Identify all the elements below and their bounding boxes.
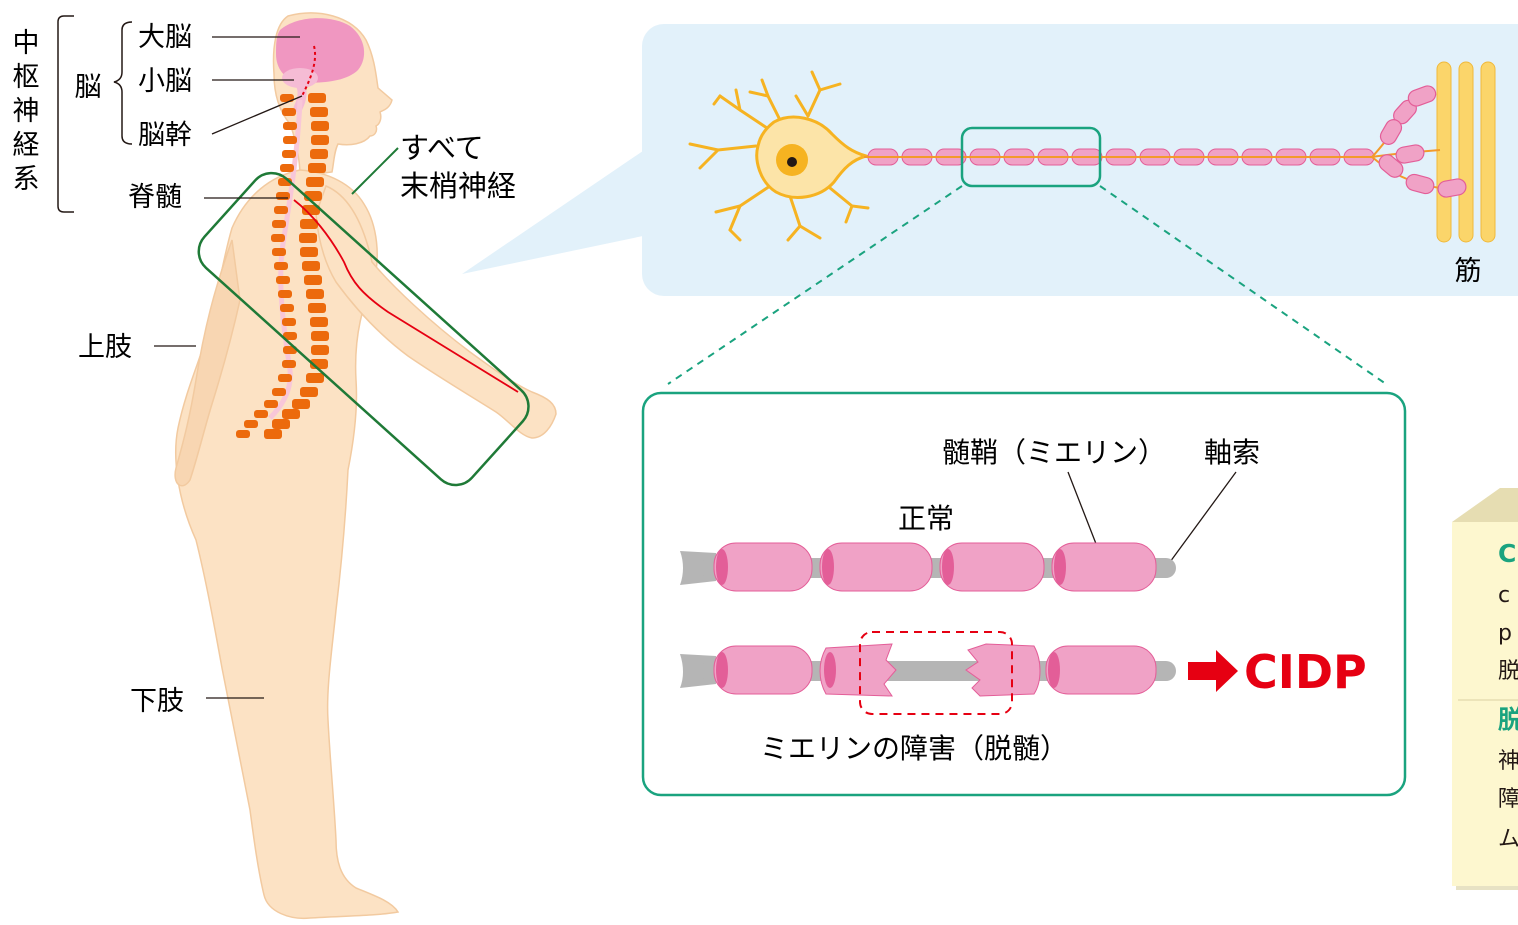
peripheral-label-2: 末梢神経	[400, 169, 516, 203]
note-line-3: p	[1498, 621, 1512, 646]
cerebellum-label: 小脳	[138, 66, 192, 97]
vertebra-process	[283, 122, 297, 130]
vertebra-process	[236, 430, 250, 438]
spinal-cord-label: 脊髄	[128, 182, 182, 213]
cns-char-4: 経	[13, 130, 40, 161]
upper-limb-label: 上肢	[78, 332, 132, 363]
note-line-4: 脱	[1498, 659, 1518, 684]
demyelination-label: ミエリンの障害（脱髄）	[760, 732, 1068, 765]
vertebra	[310, 149, 328, 159]
note-card: C c p 脱 脱 神 障 ム	[1452, 488, 1518, 890]
cidp-label: CIDP	[1244, 645, 1367, 699]
vertebra	[308, 303, 326, 313]
vertebra	[306, 177, 324, 187]
vertebra	[300, 387, 318, 397]
detail-panel: 髄鞘（ミエリン） 軸索 正常	[643, 393, 1405, 795]
note-line-8: ム	[1498, 827, 1518, 852]
vertebra	[308, 163, 326, 173]
vertebra-process	[280, 164, 294, 172]
cns-char-1: 中	[13, 28, 40, 59]
vertebra	[264, 429, 282, 439]
note-line-6: 神	[1498, 749, 1518, 774]
vertebra-process	[278, 290, 292, 298]
callout-wedge	[462, 138, 662, 274]
vertebra-process	[278, 374, 292, 382]
vertebra	[311, 121, 329, 131]
vertebra	[272, 419, 290, 429]
vertebra-process	[276, 276, 290, 284]
vertebra-process	[274, 262, 288, 270]
muscle-fibers	[1437, 62, 1495, 242]
cns-char-2: 枢	[13, 62, 40, 93]
human-body	[175, 13, 556, 918]
brain-group-label: 脳	[75, 72, 102, 103]
vertebra	[310, 317, 328, 327]
vertebra-process	[272, 248, 286, 256]
note-line-7: 障	[1498, 787, 1518, 812]
vertebra	[292, 399, 310, 409]
vertebra-process	[272, 388, 286, 396]
neuron-nucleolus	[787, 157, 797, 167]
vertebra-process	[271, 234, 285, 242]
vertebra-process	[282, 108, 296, 116]
vertebra-process	[282, 150, 296, 158]
brainstem-label: 脳幹	[138, 120, 192, 151]
cns-char-3: 神	[13, 96, 40, 127]
note-fold	[1452, 488, 1518, 522]
vertebra-process	[282, 318, 296, 326]
peripheral-leader	[352, 148, 398, 194]
myelin-label: 髄鞘（ミエリン）	[942, 436, 1166, 469]
vertebra	[310, 107, 328, 117]
cns-bracket	[58, 16, 74, 212]
vertebra-process	[282, 360, 296, 368]
vertebra	[299, 233, 317, 243]
vertebra-process	[274, 206, 288, 214]
vertebra	[304, 275, 322, 285]
vertebra	[311, 331, 329, 341]
note-line-1: C	[1498, 539, 1516, 568]
vertebra-process	[280, 304, 294, 312]
vertebra	[311, 345, 329, 355]
cns-char-5: 系	[13, 164, 40, 195]
vertebra	[282, 409, 300, 419]
muscle-label: 筋	[1455, 256, 1482, 287]
vertebra	[311, 135, 329, 145]
vertebra	[300, 247, 318, 257]
note-line-5: 脱	[1498, 705, 1518, 734]
vertebra-process	[254, 410, 268, 418]
vertebra-process	[283, 136, 297, 144]
lower-limb-label: 下肢	[130, 686, 184, 717]
vertebra-process	[272, 220, 286, 228]
vertebra	[306, 289, 324, 299]
axon-label: 軸索	[1204, 436, 1260, 469]
vertebra-process	[244, 420, 258, 428]
neuron-panel: 筋	[462, 24, 1518, 384]
vertebra-process	[276, 192, 290, 200]
vertebra-process	[264, 400, 278, 408]
vertebra	[306, 373, 324, 383]
cerebrum-label: 大脳	[138, 22, 192, 53]
normal-label: 正常	[898, 502, 954, 535]
note-line-2: c	[1498, 583, 1510, 608]
vertebra	[302, 261, 320, 271]
vertebra	[308, 93, 326, 103]
brain-bracket	[114, 22, 132, 144]
peripheral-label-1: すべて	[400, 131, 484, 165]
